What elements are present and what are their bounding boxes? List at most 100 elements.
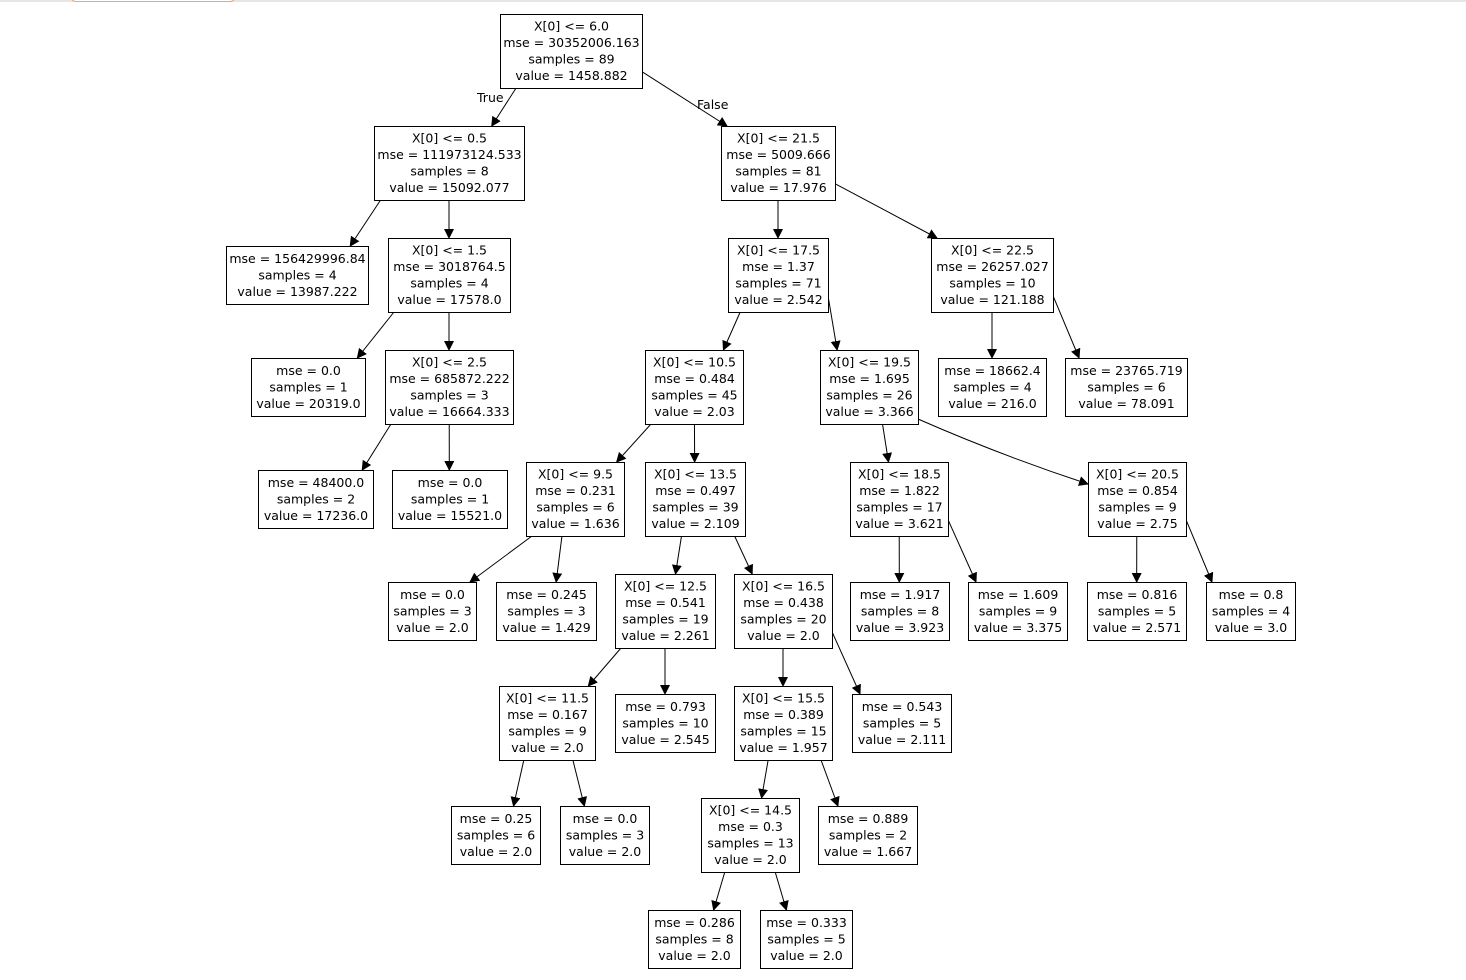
edge-arrow [552, 535, 563, 583]
node-condition-text: X[0] <= 14.5 [709, 803, 792, 818]
node-stat-text: samples = 9 [1098, 500, 1176, 515]
node-stat-text: samples = 81 [735, 164, 821, 179]
node-stat-text: samples = 10 [949, 276, 1035, 291]
node-condition-text: X[0] <= 17.5 [737, 243, 820, 258]
node-stat-text: mse = 0.816 [1097, 587, 1178, 602]
tree-edge [1052, 295, 1081, 359]
node-box [850, 462, 949, 537]
node-stat-text: value = 2.03 [654, 404, 734, 419]
edge-arrow [349, 199, 382, 247]
node-stat-text: samples = 17 [856, 500, 942, 515]
node-stat-text: mse = 0.333 [766, 915, 847, 930]
node-stat-text: mse = 23765.719 [1070, 363, 1182, 378]
edge-arrow [827, 295, 841, 351]
edge-arrow [834, 183, 938, 239]
node-stat-text: value = 3.375 [974, 620, 1062, 635]
tree-edge [882, 423, 893, 463]
node-stat-text: samples = 4 [953, 379, 1031, 394]
node-stat-text: value = 1.957 [739, 740, 827, 755]
node-box [1065, 358, 1188, 417]
node-stat-text: mse = 685872.222 [389, 371, 509, 386]
node-stat-text: mse = 0.231 [535, 483, 616, 498]
node-box [734, 686, 833, 761]
node-box [392, 470, 508, 529]
node-condition-text: X[0] <= 15.5 [742, 691, 825, 706]
node-box [499, 686, 596, 761]
node-stat-text: mse = 0.497 [655, 483, 736, 498]
node-stat-text: value = 121.188 [940, 292, 1044, 307]
node-condition-text: X[0] <= 20.5 [1096, 467, 1179, 482]
node-condition-text: X[0] <= 13.5 [654, 467, 737, 482]
node-box [560, 806, 650, 865]
node-stat-text: value = 2.261 [621, 628, 709, 643]
node-stat-text: mse = 0.438 [743, 595, 824, 610]
node-stat-text: value = 2.0 [747, 628, 819, 643]
node-stat-text: value = 216.0 [948, 396, 1036, 411]
node-stat-text: mse = 18662.4 [944, 363, 1041, 378]
node-stat-text: mse = 0.167 [507, 707, 588, 722]
node-stat-text: value = 1.667 [824, 844, 912, 859]
edges-layer [349, 71, 1214, 911]
edge-arrow [510, 759, 525, 807]
node-stat-text: value = 2.0 [396, 620, 468, 635]
node-stat-text: value = 2.0 [460, 844, 532, 859]
edge-arrow [469, 535, 533, 583]
edge-arrow [1052, 295, 1081, 359]
node-box [226, 246, 369, 305]
node-stat-text: samples = 1 [269, 379, 347, 394]
node-stat-text: samples = 6 [457, 827, 535, 842]
node-stat-text: value = 15092.077 [389, 180, 509, 195]
node-condition-text: X[0] <= 2.5 [412, 355, 487, 370]
edge-label-true: True [476, 90, 504, 105]
node-box [701, 798, 800, 873]
node-condition-text: X[0] <= 16.5 [742, 579, 825, 594]
node-box [645, 350, 744, 425]
node-stat-text: mse = 0.8 [1219, 587, 1284, 602]
node-stat-text: mse = 1.695 [829, 371, 910, 386]
node-stat-text: samples = 5 [1098, 603, 1176, 618]
node-stat-text: samples = 8 [861, 603, 939, 618]
node-box [721, 126, 836, 201]
tree-edge [1185, 519, 1214, 583]
node-box [648, 910, 741, 969]
node-stat-text: samples = 4 [1212, 603, 1290, 618]
node-box [760, 910, 853, 969]
node-stat-text: mse = 1.917 [860, 587, 941, 602]
node-condition-text: X[0] <= 1.5 [412, 243, 487, 258]
edge-arrow [491, 87, 517, 127]
node-box [615, 574, 716, 649]
node-box [258, 470, 374, 529]
node-box [968, 582, 1068, 641]
node-stat-text: mse = 30352006.163 [503, 35, 639, 50]
node-stat-text: samples = 4 [258, 267, 336, 282]
node-stat-text: value = 20319.0 [256, 396, 360, 411]
tree-edge [469, 535, 533, 583]
node-box [1087, 582, 1187, 641]
edge-label-false: False [697, 97, 729, 112]
node-stat-text: samples = 3 [410, 388, 488, 403]
node-stat-text: samples = 8 [655, 931, 733, 946]
node-condition-text: X[0] <= 0.5 [412, 131, 487, 146]
node-stat-text: mse = 0.889 [828, 811, 909, 826]
node-condition-text: X[0] <= 21.5 [737, 131, 820, 146]
node-stat-text: value = 17578.0 [397, 292, 501, 307]
tree-edge [641, 71, 728, 127]
node-stat-text: samples = 2 [277, 491, 355, 506]
node-stat-text: value = 1458.882 [515, 68, 627, 83]
node-stat-text: samples = 5 [863, 715, 941, 730]
